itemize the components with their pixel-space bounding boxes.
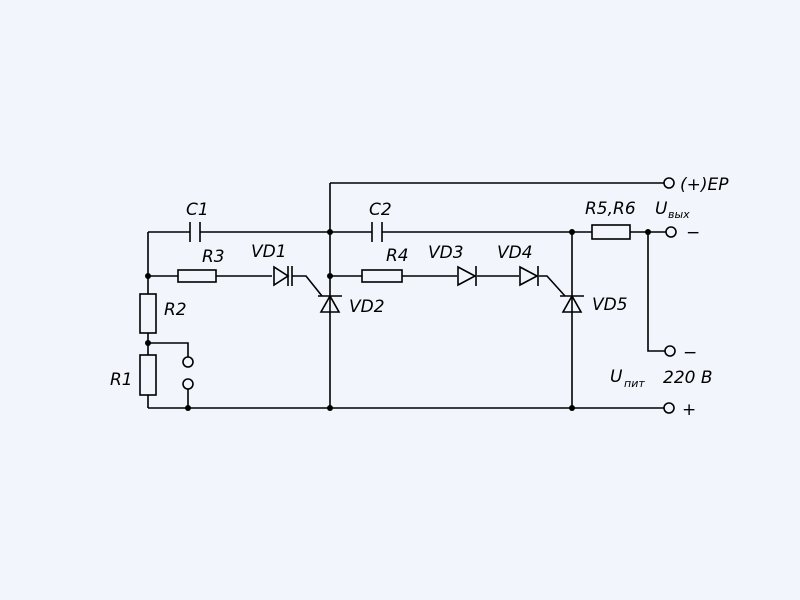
dinistor-vd1 <box>273 265 293 287</box>
thyristor-vd2 <box>318 294 342 313</box>
label-r4: R4 <box>386 246 409 266</box>
resistor-r5r6 <box>591 224 631 240</box>
resistor-r1 <box>139 354 157 396</box>
switch-terminal-bottom <box>182 378 194 390</box>
capacitor-c2 <box>371 222 383 242</box>
label-r5r6: R5,R6 <box>585 199 636 219</box>
label-c1: C1 <box>186 200 209 220</box>
terminal-out-minus <box>665 226 677 238</box>
resistor-r2 <box>139 293 157 334</box>
label-vd4: VD4 <box>497 243 533 263</box>
terminal-supply-minus <box>664 345 676 357</box>
label-ep: (+)EP <box>680 175 729 195</box>
diode-vd3 <box>457 265 477 287</box>
capacitor-c1 <box>189 222 201 242</box>
label-vd5: VD5 <box>592 295 628 315</box>
label-u-supply: U <box>610 367 623 387</box>
junctions <box>145 229 651 411</box>
label-u-supply-value: 220 В <box>663 368 713 388</box>
label-minus-mid: − <box>683 343 697 363</box>
label-u-supply-subscript: пит <box>624 377 645 390</box>
label-c2: C2 <box>369 200 392 220</box>
terminal-ep <box>663 177 675 189</box>
switch-terminal-top <box>182 356 194 368</box>
label-vd3: VD3 <box>428 243 464 263</box>
label-r1: R1 <box>110 370 133 390</box>
label-vd1: VD1 <box>251 242 287 262</box>
diode-vd4 <box>519 265 539 287</box>
resistor-r4 <box>361 269 403 283</box>
label-u-out-subscript: вых <box>668 208 690 221</box>
thyristor-vd5 <box>560 294 584 313</box>
label-u-out: U <box>655 199 668 219</box>
label-minus-top: − <box>686 223 700 243</box>
label-r2: R2 <box>164 300 187 320</box>
label-plus: + <box>682 400 696 420</box>
resistor-r3 <box>177 269 217 283</box>
terminal-supply-plus <box>663 402 675 414</box>
label-r3: R3 <box>202 247 225 267</box>
label-vd2: VD2 <box>349 297 385 317</box>
